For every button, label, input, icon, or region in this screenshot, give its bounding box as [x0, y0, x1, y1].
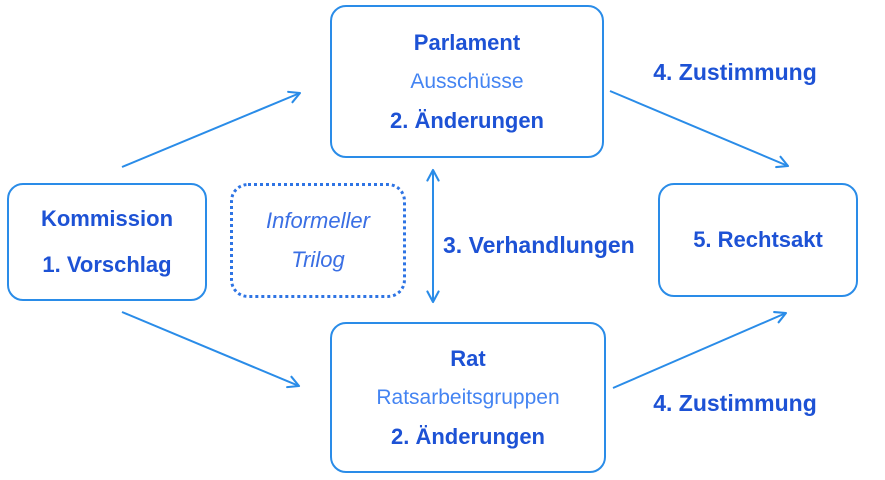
- label-verhandlungen: 3. Verhandlungen: [443, 232, 635, 258]
- arrow-parlament-to-rechtsakt: [609, 90, 790, 169]
- parlament-step: 2. Änderungen: [389, 107, 544, 133]
- trilog-line1: Informeller: [266, 208, 370, 233]
- label-zustimmung-top: 4. Zustimmung: [653, 59, 817, 85]
- rat-title: Rat: [450, 345, 486, 371]
- arrow-rat-to-rechtsakt: [612, 310, 788, 389]
- rat-step: 2. Änderungen: [390, 423, 545, 449]
- label-zustimmung-bottom: 4. Zustimmung: [653, 390, 817, 416]
- kommission-title: Kommission: [40, 206, 174, 231]
- trilog-line2: Trilog: [291, 247, 345, 272]
- arrow-kommission-to-parlament: [121, 90, 302, 168]
- box-informeller-trilog: Informeller Trilog: [230, 183, 406, 298]
- rechtsakt-title: 5. Rechtsakt: [693, 227, 823, 252]
- box-rat: Rat Ratsarbeitsgruppen 2. Änderungen: [330, 322, 606, 473]
- parlament-subtitle: Ausschüsse: [410, 69, 524, 93]
- box-rechtsakt: 5. Rechtsakt: [658, 183, 858, 297]
- box-parlament: Parlament Ausschüsse 2. Änderungen: [330, 5, 604, 158]
- rat-subtitle: Ratsarbeitsgruppen: [376, 385, 560, 409]
- arrow-kommission-to-rat: [121, 311, 301, 389]
- kommission-step: 1. Vorschlag: [42, 252, 172, 277]
- box-kommission: Kommission 1. Vorschlag: [7, 183, 207, 301]
- parlament-title: Parlament: [413, 29, 521, 55]
